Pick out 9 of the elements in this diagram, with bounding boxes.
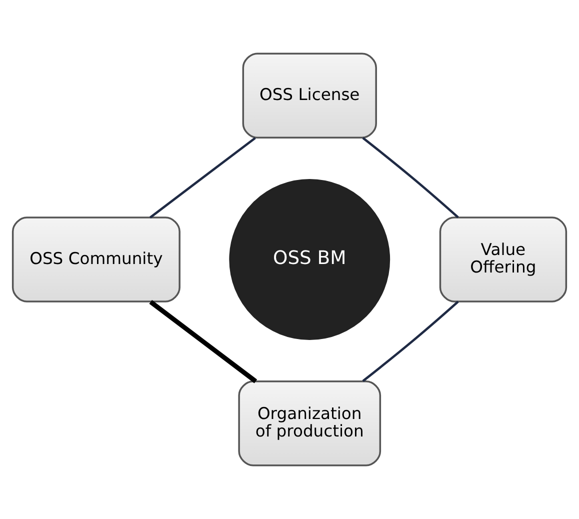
- node-circle: OSS BM: [229, 179, 390, 340]
- connector: [149, 137, 256, 218]
- connector: [362, 300, 459, 382]
- node-box: OSS Community: [12, 216, 180, 302]
- connector: [149, 300, 258, 384]
- connector: [362, 137, 459, 218]
- node-box: Organization of production: [238, 380, 382, 466]
- node-box: Value Offering: [439, 216, 568, 302]
- node-box: OSS License: [242, 52, 377, 138]
